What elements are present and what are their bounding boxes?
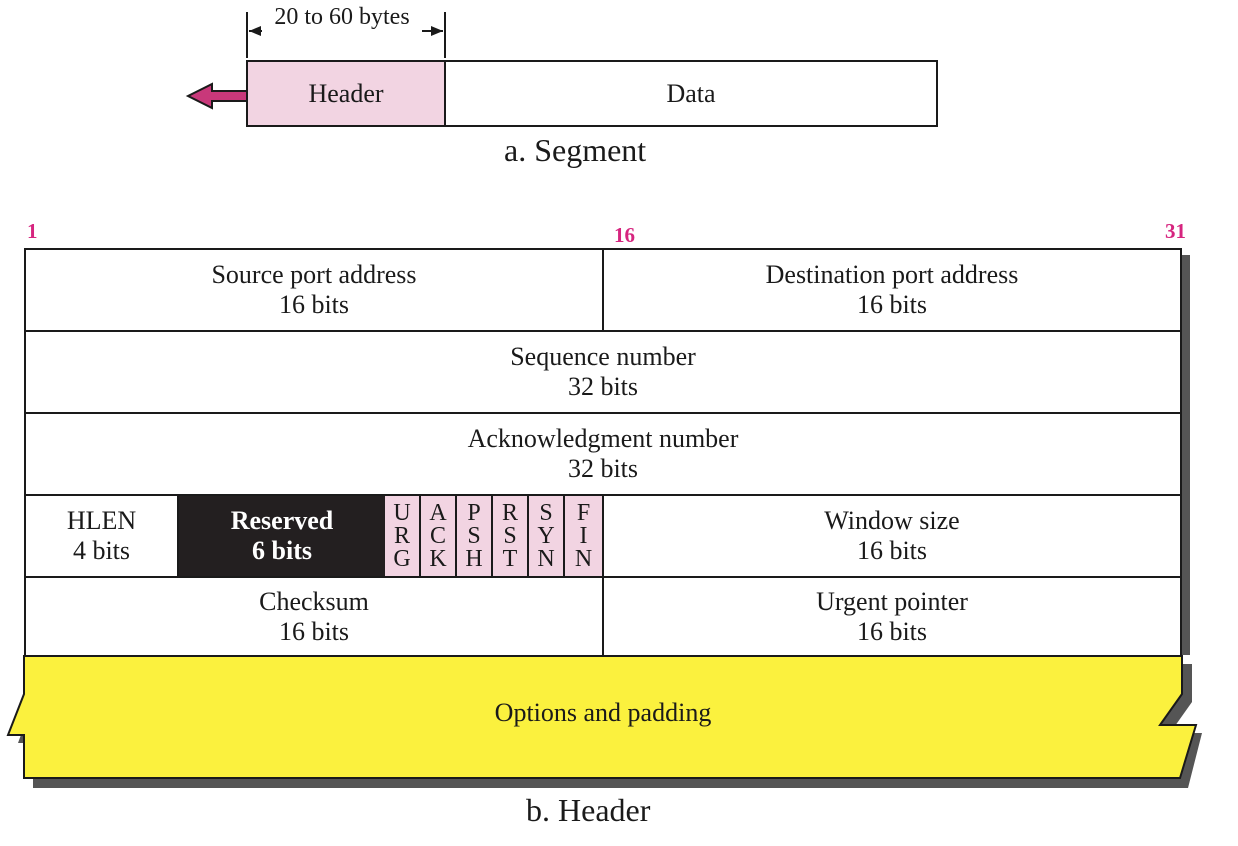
hlen-field: HLEN 4 bits [24, 494, 179, 578]
urgent-pointer-name: Urgent pointer [816, 587, 968, 616]
reserved-size: 6 bits [252, 536, 312, 565]
flag-urg: U R G [385, 494, 421, 578]
sequence-number-field: Sequence number 32 bits [24, 330, 1182, 414]
flag-letter: R [393, 522, 410, 549]
segment-caption: a. Segment [504, 132, 647, 168]
segment-size-label: 20 to 60 bytes [262, 2, 422, 32]
flag-psh: P S H [457, 494, 493, 578]
window-size-name: Window size [824, 506, 960, 535]
flag-letter: G [393, 545, 411, 572]
dest-port-name: Destination port address [765, 260, 1019, 289]
ack-number-field: Acknowledgment number 32 bits [24, 412, 1182, 496]
bit-number-start: 1 [27, 219, 38, 243]
flag-letter: T [502, 545, 518, 572]
ack-number-size: 32 bits [567, 454, 639, 483]
flag-letter: S [539, 499, 553, 526]
segment-data-box: Data [444, 60, 938, 127]
sequence-number-size: 32 bits [567, 372, 639, 401]
source-port-name: Source port address [211, 260, 417, 289]
dest-port-field: Destination port address 16 bits [602, 248, 1182, 332]
flag-letter: C [429, 522, 446, 549]
flag-syn: S Y N [529, 494, 565, 578]
options-padding-field [6, 655, 1202, 788]
header-caption: b. Header [526, 792, 651, 828]
segment-arrow-icon [185, 82, 249, 110]
flag-letter: Y [537, 522, 555, 549]
reserved-field: Reserved 6 bits [177, 494, 387, 578]
flag-letter: H [465, 545, 483, 572]
source-port-field: Source port address 16 bits [24, 248, 604, 332]
flag-letter: A [429, 499, 447, 526]
flag-letter: N [574, 545, 593, 572]
flag-fin: F I N [565, 494, 604, 578]
flag-rst: R S T [493, 494, 529, 578]
flag-letter: K [429, 545, 447, 572]
flag-letter: P [467, 499, 481, 526]
flag-letter: N [537, 545, 555, 572]
reserved-name: Reserved [230, 506, 334, 535]
urgent-pointer-size: 16 bits [856, 617, 928, 646]
ack-number-name: Acknowledgment number [467, 424, 739, 453]
flag-letter: R [501, 499, 518, 526]
dest-port-size: 16 bits [856, 290, 928, 319]
flag-letter: S [503, 522, 517, 549]
flag-ack: A C K [421, 494, 457, 578]
flag-letter: I [579, 522, 588, 549]
flag-letter: F [576, 499, 591, 526]
bit-number-middle: 16 [614, 223, 635, 247]
flag-letter: U [393, 499, 411, 526]
window-size-field: Window size 16 bits [602, 494, 1182, 578]
checksum-field: Checksum 16 bits [24, 576, 604, 658]
options-shape [6, 655, 1198, 779]
header-shadow [1180, 255, 1190, 655]
sequence-number-name: Sequence number [510, 342, 696, 371]
hlen-name: HLEN [66, 506, 137, 535]
segment-header-box: Header [246, 60, 446, 127]
urgent-pointer-field: Urgent pointer 16 bits [602, 576, 1182, 658]
flag-letter: S [467, 522, 481, 549]
bit-number-end: 31 [1165, 219, 1186, 243]
window-size-size: 16 bits [856, 536, 928, 565]
source-port-size: 16 bits [278, 290, 350, 319]
segment-header-label: Header [308, 78, 384, 108]
hlen-size: 4 bits [72, 536, 131, 565]
checksum-size: 16 bits [278, 617, 350, 646]
checksum-name: Checksum [259, 587, 369, 616]
options-padding-label: Options and padding [494, 698, 712, 727]
segment-data-label: Data [666, 78, 716, 108]
